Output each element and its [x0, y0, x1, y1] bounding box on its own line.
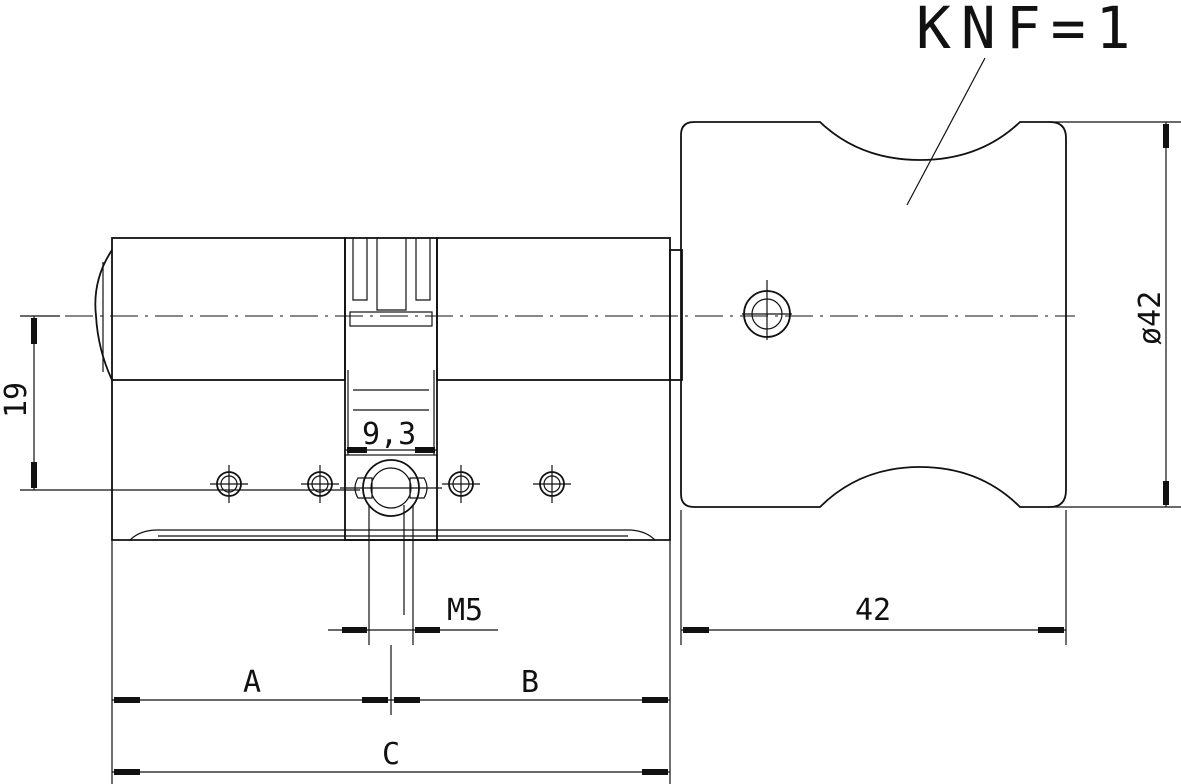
annotation-text: KNF=1 [916, 0, 1141, 62]
dim-knob-length-label: 42 [855, 593, 891, 628]
dim-diameter-label: ø42 [1133, 291, 1168, 345]
dim-sides: A B [111, 540, 671, 784]
dim-cam-width-label: 9,3 [362, 417, 416, 452]
pin-holes [210, 465, 571, 503]
dim-side-b-label: B [521, 665, 539, 700]
dim-cam-width: 9,3 [345, 417, 437, 453]
dim-total: C [112, 737, 670, 775]
dim-height: 19 [0, 315, 360, 491]
knob [680, 121, 1067, 508]
dim-height-label: 19 [0, 382, 34, 418]
dim-side-a-label: A [243, 665, 261, 700]
dim-diameter: ø42 [1048, 121, 1181, 508]
screw-hole [340, 459, 442, 517]
annotation-knf: KNF=1 [906, 0, 1141, 206]
dim-total-label: C [382, 737, 400, 772]
dim-screw: M5 [328, 505, 498, 645]
dim-knob-length: 42 [680, 510, 1067, 645]
cylinder-body [94, 237, 683, 541]
dim-screw-label: M5 [447, 593, 483, 628]
